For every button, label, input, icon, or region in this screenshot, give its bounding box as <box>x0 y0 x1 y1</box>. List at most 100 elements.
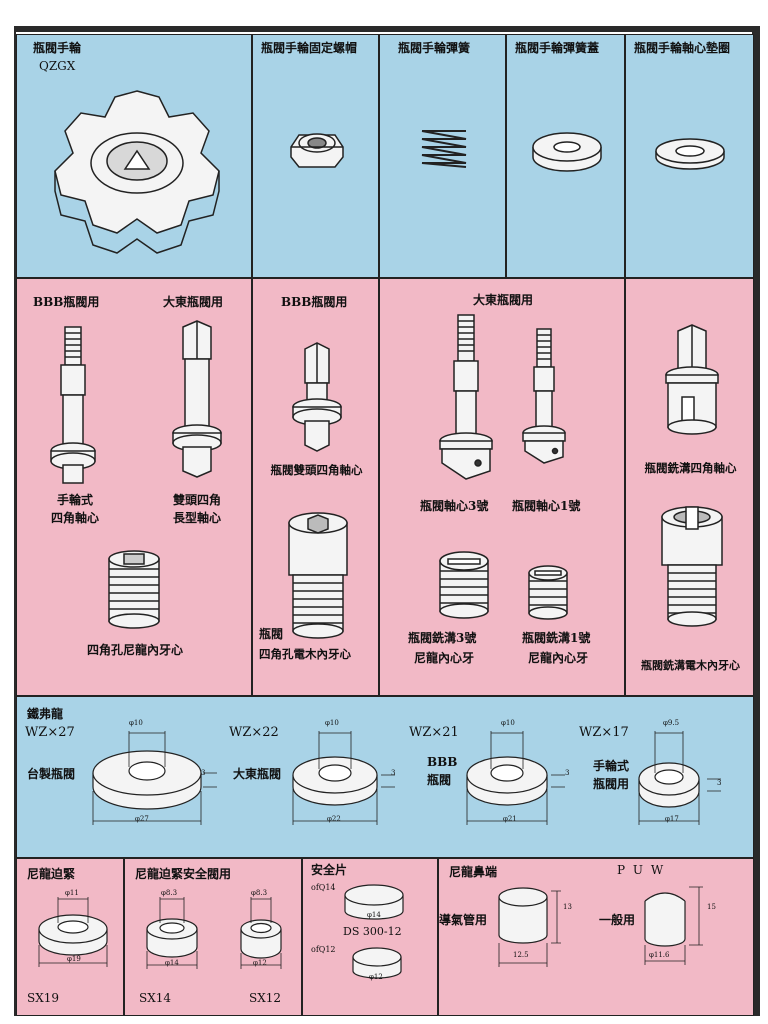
slot-stem-label: 瓶閥銑溝四角軸心 <box>644 461 737 475</box>
double-head-stem-drawing <box>287 341 347 461</box>
double-head-stem-label: 瓶閥雙頭四角軸心 <box>270 463 363 477</box>
stem-no1-label: 瓶閥軸心1號 <box>512 499 581 513</box>
slot-no3-line1: 瓶閥銑溝3號 <box>408 631 477 645</box>
double-stem-line2: 長型軸心 <box>172 511 221 525</box>
slot-stem-drawing <box>662 323 722 441</box>
wz17-code: WZ×17 <box>579 725 629 740</box>
sx12-inner: φ8.3 <box>251 889 268 897</box>
datong-header: 大東瓶閥用 <box>163 295 224 309</box>
handwheel-drawing <box>37 83 237 263</box>
nose-left-height: 13 <box>563 903 572 911</box>
spring-drawing <box>416 127 472 171</box>
disc-b-dia: φ12 <box>369 973 383 981</box>
wz22-code: WZ×22 <box>229 725 279 740</box>
nut-title: 瓶閥手輪固定螺帽 <box>261 41 358 55</box>
wz22-inner: φ10 <box>325 719 339 727</box>
wz21-inner: φ10 <box>501 719 515 727</box>
nose-left-label: 導氣管用 <box>439 913 488 927</box>
handwheel-title: 瓶閥手輪 <box>33 41 82 55</box>
wz27-inner: φ10 <box>129 719 143 727</box>
datong-stems-cell: 大東瓶閥用 瓶閥軸心3號 瓶閥軸心1號 <box>379 278 625 696</box>
handwheel-model: QZGX <box>39 59 76 73</box>
teflon-title: 鐵弗龍 <box>27 707 64 721</box>
spring-title: 瓶閥手輪彈簧 <box>398 41 471 55</box>
disc-model: DS 300-12 <box>343 925 402 938</box>
wz21-label-line2: 瓶閥 <box>427 773 452 787</box>
safety-disc-cell: 安全片 ofQ14 φ14 DS 300-12 ofQ12 φ12 <box>302 858 438 1016</box>
axle-washer-cell: 瓶閥手輪軸心墊圈 <box>625 34 754 278</box>
nylon-packing-inner: φ11 <box>65 889 79 897</box>
right-border-bar <box>752 26 760 1016</box>
nylon-nose-title: 尼龍鼻端 <box>449 865 498 879</box>
slot-no3-drawing <box>434 549 494 621</box>
handwheel-stem-line1: 手輪式 <box>56 493 93 507</box>
nut-cell: 瓶閥手輪固定螺帽 <box>252 34 379 278</box>
sx12-code: SX12 <box>249 991 282 1005</box>
nose-right-height: 15 <box>707 903 716 911</box>
wz22-label: 大東瓶閥 <box>233 767 282 781</box>
sx12-ring-drawing <box>231 895 291 975</box>
wz21-thick: 3 <box>565 769 570 777</box>
slot-no1-drawing <box>524 563 572 623</box>
wz17-washer-drawing <box>635 727 745 831</box>
square-hole-nylon-insert-drawing <box>101 549 167 629</box>
wz22-washer-drawing <box>289 727 409 831</box>
bakelite-insert-drawing <box>281 511 355 641</box>
nose-gas-tube-drawing <box>495 881 565 981</box>
wz22-outer: φ22 <box>327 815 341 823</box>
wz27-outer: φ27 <box>135 815 149 823</box>
spring-cap-title: 瓶閥手輪彈簧蓋 <box>515 41 600 55</box>
handwheel-stem-line2: 四角軸心 <box>50 511 99 525</box>
disc-12-drawing <box>347 943 407 983</box>
wz21-label-line1: BBB <box>427 755 458 769</box>
bbb-datong-stems-cell: BBB瓶閥用 大東瓶閥用 手輪式 四角軸心 雙頭四角 長型軸心 <box>16 278 252 696</box>
disc-14-drawing <box>339 881 409 923</box>
slot-stem-cell: 瓶閥銑溝四角軸心 瓶閥銑溝電木內牙心 <box>625 278 754 696</box>
nose-general-drawing <box>639 879 719 979</box>
datong-header-2: 大東瓶閥用 <box>472 293 533 307</box>
slot-no3-line2: 尼龍內心牙 <box>414 651 475 665</box>
sx14-ring-drawing <box>139 895 205 975</box>
sx14-outer: φ14 <box>165 959 179 967</box>
slot-no1-line2: 尼龍內心牙 <box>528 651 589 665</box>
wz27-code: WZ×27 <box>25 725 75 740</box>
wz27-washer-drawing <box>87 727 217 831</box>
bakelite-line2: 四角孔電木內牙心 <box>259 647 351 661</box>
stem-no3-drawing <box>434 313 498 485</box>
wz22-thick: 3 <box>391 769 396 777</box>
nylon-packing-outer: φ19 <box>67 955 81 963</box>
nylon-packing-cell: 尼龍迫緊 φ11 φ19 SX19 <box>16 858 124 1016</box>
handwheel-cell: 瓶閥手輪 QZGX <box>16 34 252 278</box>
safety-disc-title: 安全片 <box>311 863 348 877</box>
wz17-outer: φ17 <box>665 815 679 823</box>
teflon-washers-cell: 鐵弗龍 WZ×27 台製瓶閥 φ10 φ27 3 WZ×22 大東瓶閥 φ10 … <box>16 696 754 858</box>
stem-no1-drawing <box>518 327 572 467</box>
nylon-thread-label: 四角孔尼龍內牙心 <box>86 643 183 657</box>
bbb-double-head-cell: BBB瓶閥用 瓶閥雙頭四角軸心 瓶閥 四角孔電木內牙心 <box>252 278 379 696</box>
sx12-outer: φ12 <box>253 959 267 967</box>
wz21-code: WZ×21 <box>409 725 459 740</box>
disc-a-dia: φ14 <box>367 911 381 919</box>
disc-a-for: ofQ14 <box>311 883 336 892</box>
nylon-packing-drawing <box>33 895 113 975</box>
double-stem-drawing <box>167 319 227 481</box>
sx14-inner: φ8.3 <box>161 889 178 897</box>
wz27-label: 台製瓶閥 <box>27 767 76 781</box>
handwheel-stem-drawing <box>43 325 103 485</box>
double-stem-line1: 雙頭四角 <box>172 493 221 507</box>
nose-right-label: 一般用 <box>599 913 636 927</box>
stem-no3-label: 瓶閥軸心3號 <box>420 499 489 513</box>
bakelite-line1: 瓶閥 <box>259 627 284 641</box>
slot-bakelite-label: 瓶閥銑溝電木內牙心 <box>641 659 740 672</box>
puw-model: P U W <box>617 863 666 877</box>
wz21-outer: φ21 <box>503 815 517 823</box>
bbb-header: BBB瓶閥用 <box>33 295 100 309</box>
wz17-label-line1: 手輪式 <box>593 759 630 773</box>
spring-cell: 瓶閥手輪彈簧 <box>379 34 506 278</box>
nylon-nose-cell: 尼龍鼻端 導氣管用 13 12.5 P U W 一般用 15 φ11.6 <box>438 858 754 1016</box>
safety-packing-title: 尼龍迫緊安全閥用 <box>135 867 232 881</box>
wz17-label-line2: 瓶閥用 <box>593 777 630 791</box>
wz17-thick: 3 <box>717 779 722 787</box>
nose-right-diameter: φ11.6 <box>649 951 670 959</box>
wz21-washer-drawing <box>463 727 583 831</box>
